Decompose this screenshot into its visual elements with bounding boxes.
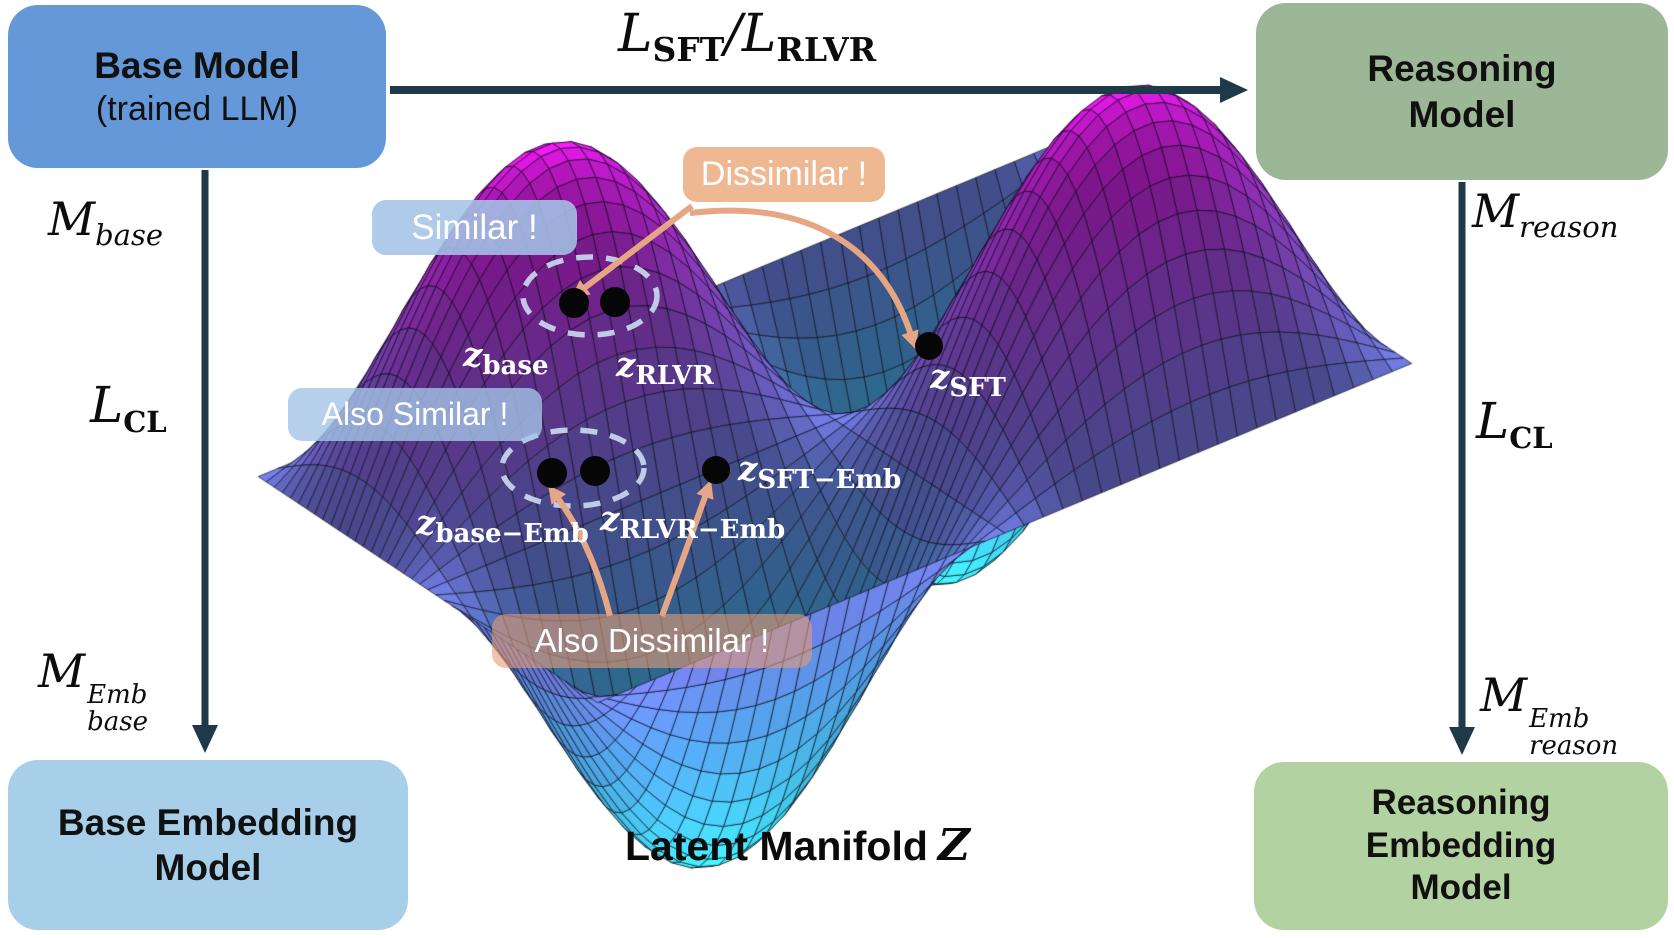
map-reason-emb-symbol: M bbox=[1480, 668, 1528, 722]
callout-dissimilar: Dissimilar ! bbox=[683, 147, 885, 202]
label-z-sft-emb: zSFT−Emb bbox=[738, 452, 901, 495]
z-base-emb-symbol: z bbox=[416, 503, 436, 543]
loss-cl-symbol: L bbox=[90, 376, 124, 434]
map-base-emb-subscript: base bbox=[87, 707, 148, 738]
z-base-subscript: base bbox=[482, 351, 549, 381]
base-model-box: Base Model (trained LLM) bbox=[8, 5, 386, 168]
loss-separator: / bbox=[724, 4, 742, 64]
loss-rlvr-symbol: L bbox=[741, 4, 777, 64]
map-base-subscript: base bbox=[95, 218, 164, 252]
arrow-dissimilar-to-cluster bbox=[571, 203, 694, 299]
point-z-base-emb bbox=[537, 458, 567, 488]
caption-text: Latent Manifold bbox=[625, 823, 928, 869]
z-sft-subscript: SFT bbox=[949, 373, 1006, 403]
z-base-emb-subscript: base−Emb bbox=[435, 519, 589, 549]
loss-sft-symbol: L bbox=[618, 4, 653, 64]
label-z-base: zbase bbox=[463, 338, 549, 381]
map-reason-symbol: M bbox=[1472, 184, 1520, 238]
map-base-emb-symbol: M bbox=[38, 644, 86, 698]
label-z-rlvr: zRLVR bbox=[616, 348, 714, 391]
z-rlvr-emb-symbol: z bbox=[600, 499, 620, 539]
map-reason-emb-superscript: Emb bbox=[1529, 704, 1590, 734]
caption-z-symbol: Z bbox=[937, 820, 971, 871]
arrow-dissimilar-to-zsft bbox=[689, 207, 919, 350]
reasoning-embedding-model-box: Reasoning Embedding Model bbox=[1254, 762, 1668, 930]
reasoning-model-title: Reasoning Model bbox=[1367, 48, 1557, 135]
z-rlvr-subscript: RLVR bbox=[635, 361, 714, 391]
z-sft-symbol: z bbox=[930, 357, 950, 397]
map-reason-subscript: reason bbox=[1519, 210, 1619, 244]
reasoning-model-box: Reasoning Model bbox=[1256, 3, 1668, 180]
point-z-sft-emb bbox=[702, 456, 730, 484]
z-sft-emb-symbol: z bbox=[738, 449, 758, 489]
label-z-sft: zSFT bbox=[930, 360, 1006, 403]
point-z-sft bbox=[915, 332, 943, 360]
point-z-base bbox=[559, 288, 589, 318]
label-loss-sft-rlvr: LSFT/LRLVR bbox=[618, 8, 876, 69]
base-embedding-model-title: Base Embedding Model bbox=[57, 801, 359, 888]
callout-also-similar: Also Similar ! bbox=[288, 388, 542, 441]
base-model-title: Base Model bbox=[94, 44, 300, 86]
map-base-symbol: M bbox=[48, 192, 96, 246]
dashed-circle-similar bbox=[520, 254, 660, 338]
label-loss-cl-left: LCL bbox=[90, 380, 167, 439]
map-base-emb-superscript: Emb bbox=[87, 680, 148, 710]
label-z-base-emb: zbase−Emb bbox=[416, 506, 589, 549]
z-base-symbol: z bbox=[463, 335, 483, 375]
label-map-reason: Mreason bbox=[1472, 188, 1618, 244]
loss-sft-subscript: SFT bbox=[652, 30, 725, 69]
z-rlvr-symbol: z bbox=[616, 345, 636, 385]
arrow-also-dissimilar-to-zsftemb bbox=[659, 479, 714, 618]
point-z-rlvr-emb bbox=[580, 456, 610, 486]
loss-cl-subscript: CL bbox=[123, 405, 167, 439]
label-loss-cl-right: LCL bbox=[1476, 396, 1553, 455]
dashed-circle-also-similar bbox=[499, 427, 647, 509]
loss-cl-right-subscript: CL bbox=[1509, 421, 1553, 455]
z-rlvr-emb-subscript: RLVR−Emb bbox=[619, 515, 786, 545]
base-model-subtitle: (trained LLM) bbox=[95, 89, 299, 128]
callout-also-dissimilar: Also Dissimilar ! bbox=[492, 614, 812, 668]
label-z-rlvr-emb: zRLVR−Emb bbox=[600, 502, 785, 545]
z-sft-emb-subscript: SFT−Emb bbox=[757, 465, 902, 495]
loss-rlvr-subscript: RLVR bbox=[776, 30, 877, 69]
map-reason-emb-subscript: reason bbox=[1529, 731, 1619, 762]
callout-similar: Similar ! bbox=[372, 200, 577, 255]
label-map-base: Mbase bbox=[48, 196, 163, 252]
point-z-rlvr bbox=[600, 287, 630, 317]
reasoning-embedding-model-title: Reasoning Embedding Model bbox=[1365, 782, 1557, 908]
loss-cl-right-symbol: L bbox=[1476, 392, 1510, 450]
arrow-also-dissimilar-to-cluster bbox=[548, 484, 613, 617]
base-embedding-model-box: Base Embedding Model bbox=[8, 760, 408, 930]
